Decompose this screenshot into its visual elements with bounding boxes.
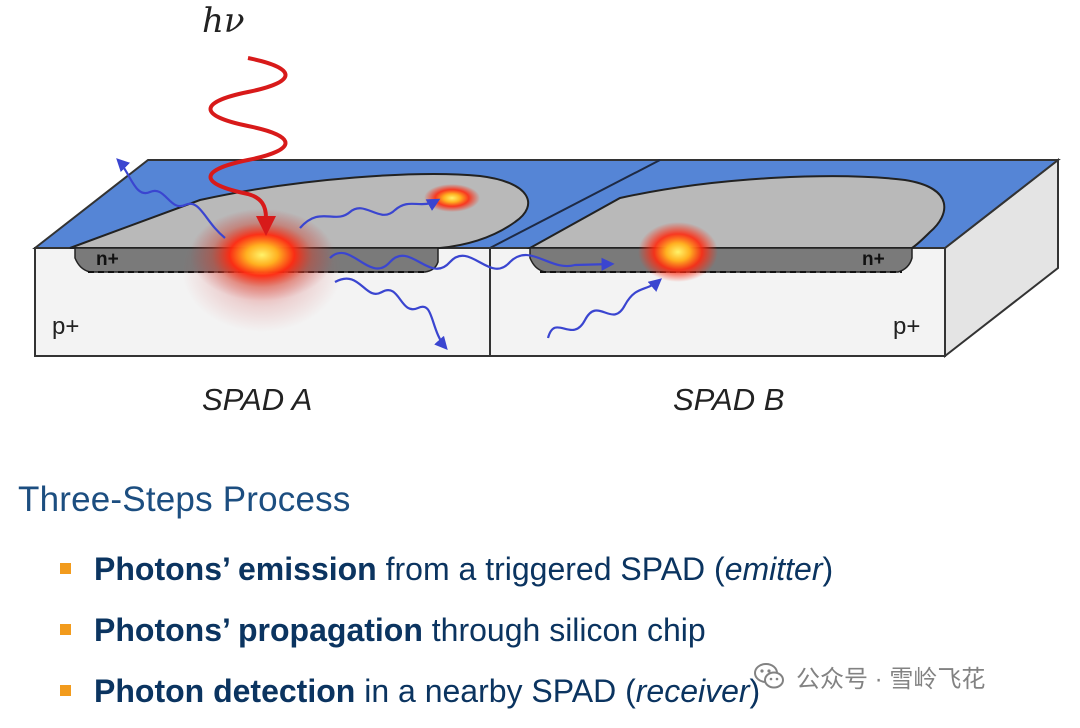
emitted-photon-1: [116, 158, 226, 239]
emitted-photon-2: [299, 198, 441, 229]
step-keyword: Photons’ propagation: [94, 612, 423, 648]
received-photon: [546, 278, 663, 339]
step-keyword: Photons’ emission: [94, 551, 377, 587]
bullet-square-icon: [60, 624, 71, 635]
spad-a-active-area: [69, 173, 530, 249]
step-end: ): [822, 551, 834, 587]
list-item: Photons’ emission from a triggered SPAD …: [58, 545, 833, 606]
step-end: ): [749, 673, 761, 709]
step-text: in a nearby SPAD (: [355, 673, 636, 709]
step-role: receiver: [635, 673, 750, 709]
spad-a-n-label: n+: [96, 249, 119, 270]
bullet-square-icon: [60, 563, 71, 574]
watermark-text: 公众号 · 雪岭飞花: [796, 665, 986, 693]
spad-b-n-label: n+: [862, 249, 885, 270]
spad-b-substrate-label: p+: [893, 313, 920, 340]
spad-a-substrate-label: p+: [52, 313, 79, 340]
process-steps-list: Photons’ emission from a triggered SPAD …: [58, 545, 833, 728]
detection-hotspot: [638, 222, 718, 282]
bullet-square-icon: [60, 685, 71, 696]
spad-b-label: SPAD B: [673, 382, 784, 417]
top-divider: [489, 159, 661, 249]
emitted-photon-3: [329, 251, 615, 271]
process-title: Three-Steps Process: [18, 480, 351, 519]
spad-b-n-layer: [529, 247, 913, 273]
emission-hotspot: [190, 209, 334, 301]
spad-crosstalk-diagram: hν n+ n+ p+ p+ SPAD A SPAD B: [32, 1, 1061, 417]
incident-photon-label: hν: [202, 1, 245, 41]
wechat-icon: [754, 663, 784, 689]
step-keyword: Photon detection: [94, 673, 356, 709]
list-item: Photon detection in a nearby SPAD (recei…: [58, 667, 833, 728]
step-text: from a triggered SPAD (: [376, 551, 725, 587]
watermark: 公众号 · 雪岭飞花: [752, 656, 985, 696]
step-role: emitter: [724, 551, 823, 587]
surface-hotspot: [424, 184, 480, 212]
list-item: Photons’ propagation through silicon chi…: [58, 606, 833, 667]
spad-b-active-area: [526, 175, 946, 249]
incident-photon-wave: [208, 56, 288, 236]
step-text: through silicon chip: [422, 612, 706, 648]
emitted-photon-4: [334, 277, 448, 350]
spad-a-label: SPAD A: [202, 382, 312, 417]
